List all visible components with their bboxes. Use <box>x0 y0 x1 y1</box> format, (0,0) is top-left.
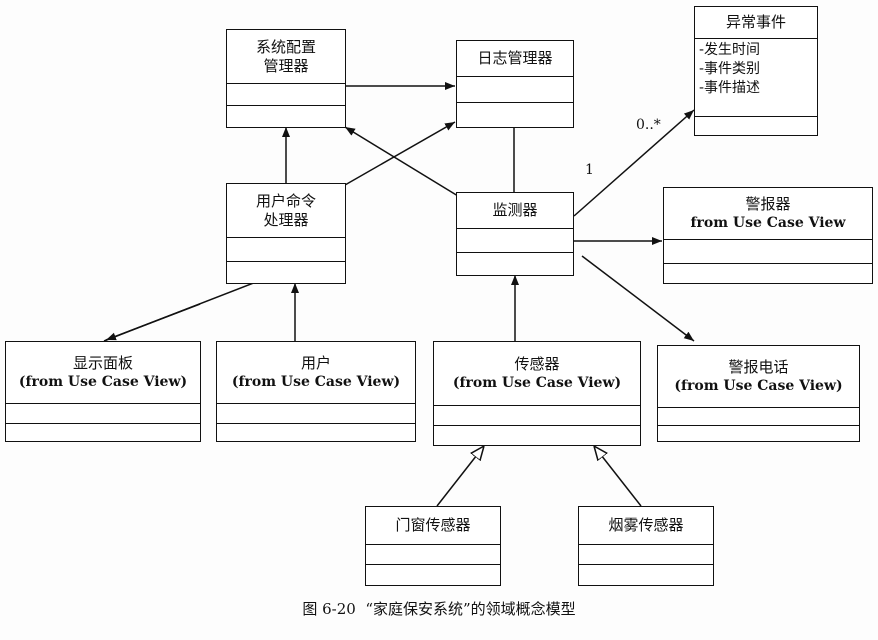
operation-compartment <box>579 565 713 585</box>
class-name-line: 烟雾传感器 <box>608 516 684 534</box>
class-name-line: 用户命令 <box>255 191 316 210</box>
class-name-line: 显示面板 <box>72 353 133 372</box>
operation-compartment <box>227 106 345 127</box>
assoc-cmdproc-to-display <box>105 303 201 341</box>
attribute-event-description: -事件描述 <box>699 80 761 96</box>
attribute-compartment <box>217 404 415 424</box>
class-name-line: 系统配置 <box>255 37 316 56</box>
class-monitor: 监测器 <box>456 192 574 276</box>
attribute-event-category: -事件类别 <box>699 61 761 77</box>
class-source-package: from Use Case View <box>690 214 846 231</box>
operation-compartment <box>217 424 415 441</box>
assoc-monitor-to-alarmphone <box>581 255 695 342</box>
class-source-package: (from Use Case View) <box>674 377 843 394</box>
class-name-line: 日志管理器 <box>477 49 553 67</box>
class-abnormal-event: 异常事件 -发生时间 -事件类别 -事件描述 <box>694 6 818 136</box>
class-name-line: 警报器 <box>745 194 791 213</box>
class-system-config-manager: 系统配置 管理器 <box>226 29 346 128</box>
attribute-compartment <box>434 406 640 426</box>
operation-compartment <box>457 103 573 127</box>
operation-compartment <box>664 264 872 283</box>
class-display-panel: 显示面板 (from Use Case View) <box>5 341 201 442</box>
class-user-command-processor: 用户命令 处理器 <box>226 183 346 284</box>
generalization-smokesensor-sensor <box>594 446 642 507</box>
class-name-line: 用户 <box>300 353 331 372</box>
class-source-package: (from Use Case View) <box>452 374 622 391</box>
attribute-compartment <box>579 545 713 565</box>
assoc-monitor-to-sysconfig <box>344 126 459 197</box>
attribute-compartment <box>6 404 200 424</box>
operation-compartment <box>227 262 345 283</box>
class-name-line: 门窗传感器 <box>395 516 471 534</box>
class-source-package: (from Use Case View) <box>231 373 401 390</box>
operation-compartment <box>366 565 500 585</box>
operation-compartment <box>457 253 573 275</box>
operation-compartment <box>6 424 200 441</box>
class-name-line: 处理器 <box>263 210 309 229</box>
attribute-compartment <box>457 229 573 253</box>
class-name-line: 警报电话 <box>728 357 789 376</box>
figure-caption: 图 6-20 “家庭保安系统”的领域概念模型 <box>302 600 576 618</box>
multiplicity-event-end: 0..* <box>636 117 661 133</box>
class-log-manager: 日志管理器 <box>456 40 574 128</box>
class-source-package: (from Use Case View) <box>18 373 188 390</box>
attribute-compartment <box>227 84 345 106</box>
attribute-occurrence-time: -发生时间 <box>699 42 761 58</box>
operation-compartment <box>658 426 859 441</box>
attribute-compartment <box>227 238 345 262</box>
class-smoke-sensor: 烟雾传感器 <box>578 506 714 586</box>
attribute-compartment: -发生时间 -事件类别 -事件描述 <box>695 39 817 117</box>
class-user: 用户 (from Use Case View) <box>216 341 416 442</box>
class-alarm: 警报器 from Use Case View <box>663 187 873 284</box>
class-name-line: 传感器 <box>514 354 560 373</box>
class-name-line: 异常事件 <box>725 13 786 31</box>
operation-compartment <box>434 426 640 445</box>
class-name-line: 管理器 <box>263 56 309 75</box>
assoc-cmdproc-to-log <box>344 121 456 186</box>
operation-compartment <box>695 117 817 135</box>
attribute-compartment <box>366 545 500 565</box>
class-sensor: 传感器 (from Use Case View) <box>433 341 641 446</box>
attribute-compartment <box>664 240 872 264</box>
class-door-window-sensor: 门窗传感器 <box>365 506 501 586</box>
multiplicity-monitor-end: 1 <box>585 162 594 178</box>
class-name-line: 监测器 <box>492 201 538 219</box>
attribute-compartment <box>457 77 573 103</box>
attribute-compartment <box>658 408 859 426</box>
class-alarm-phone: 警报电话 (from Use Case View) <box>657 345 860 442</box>
assoc-monitor-to-event <box>573 109 695 217</box>
generalization-doorsensor-sensor <box>436 446 484 507</box>
